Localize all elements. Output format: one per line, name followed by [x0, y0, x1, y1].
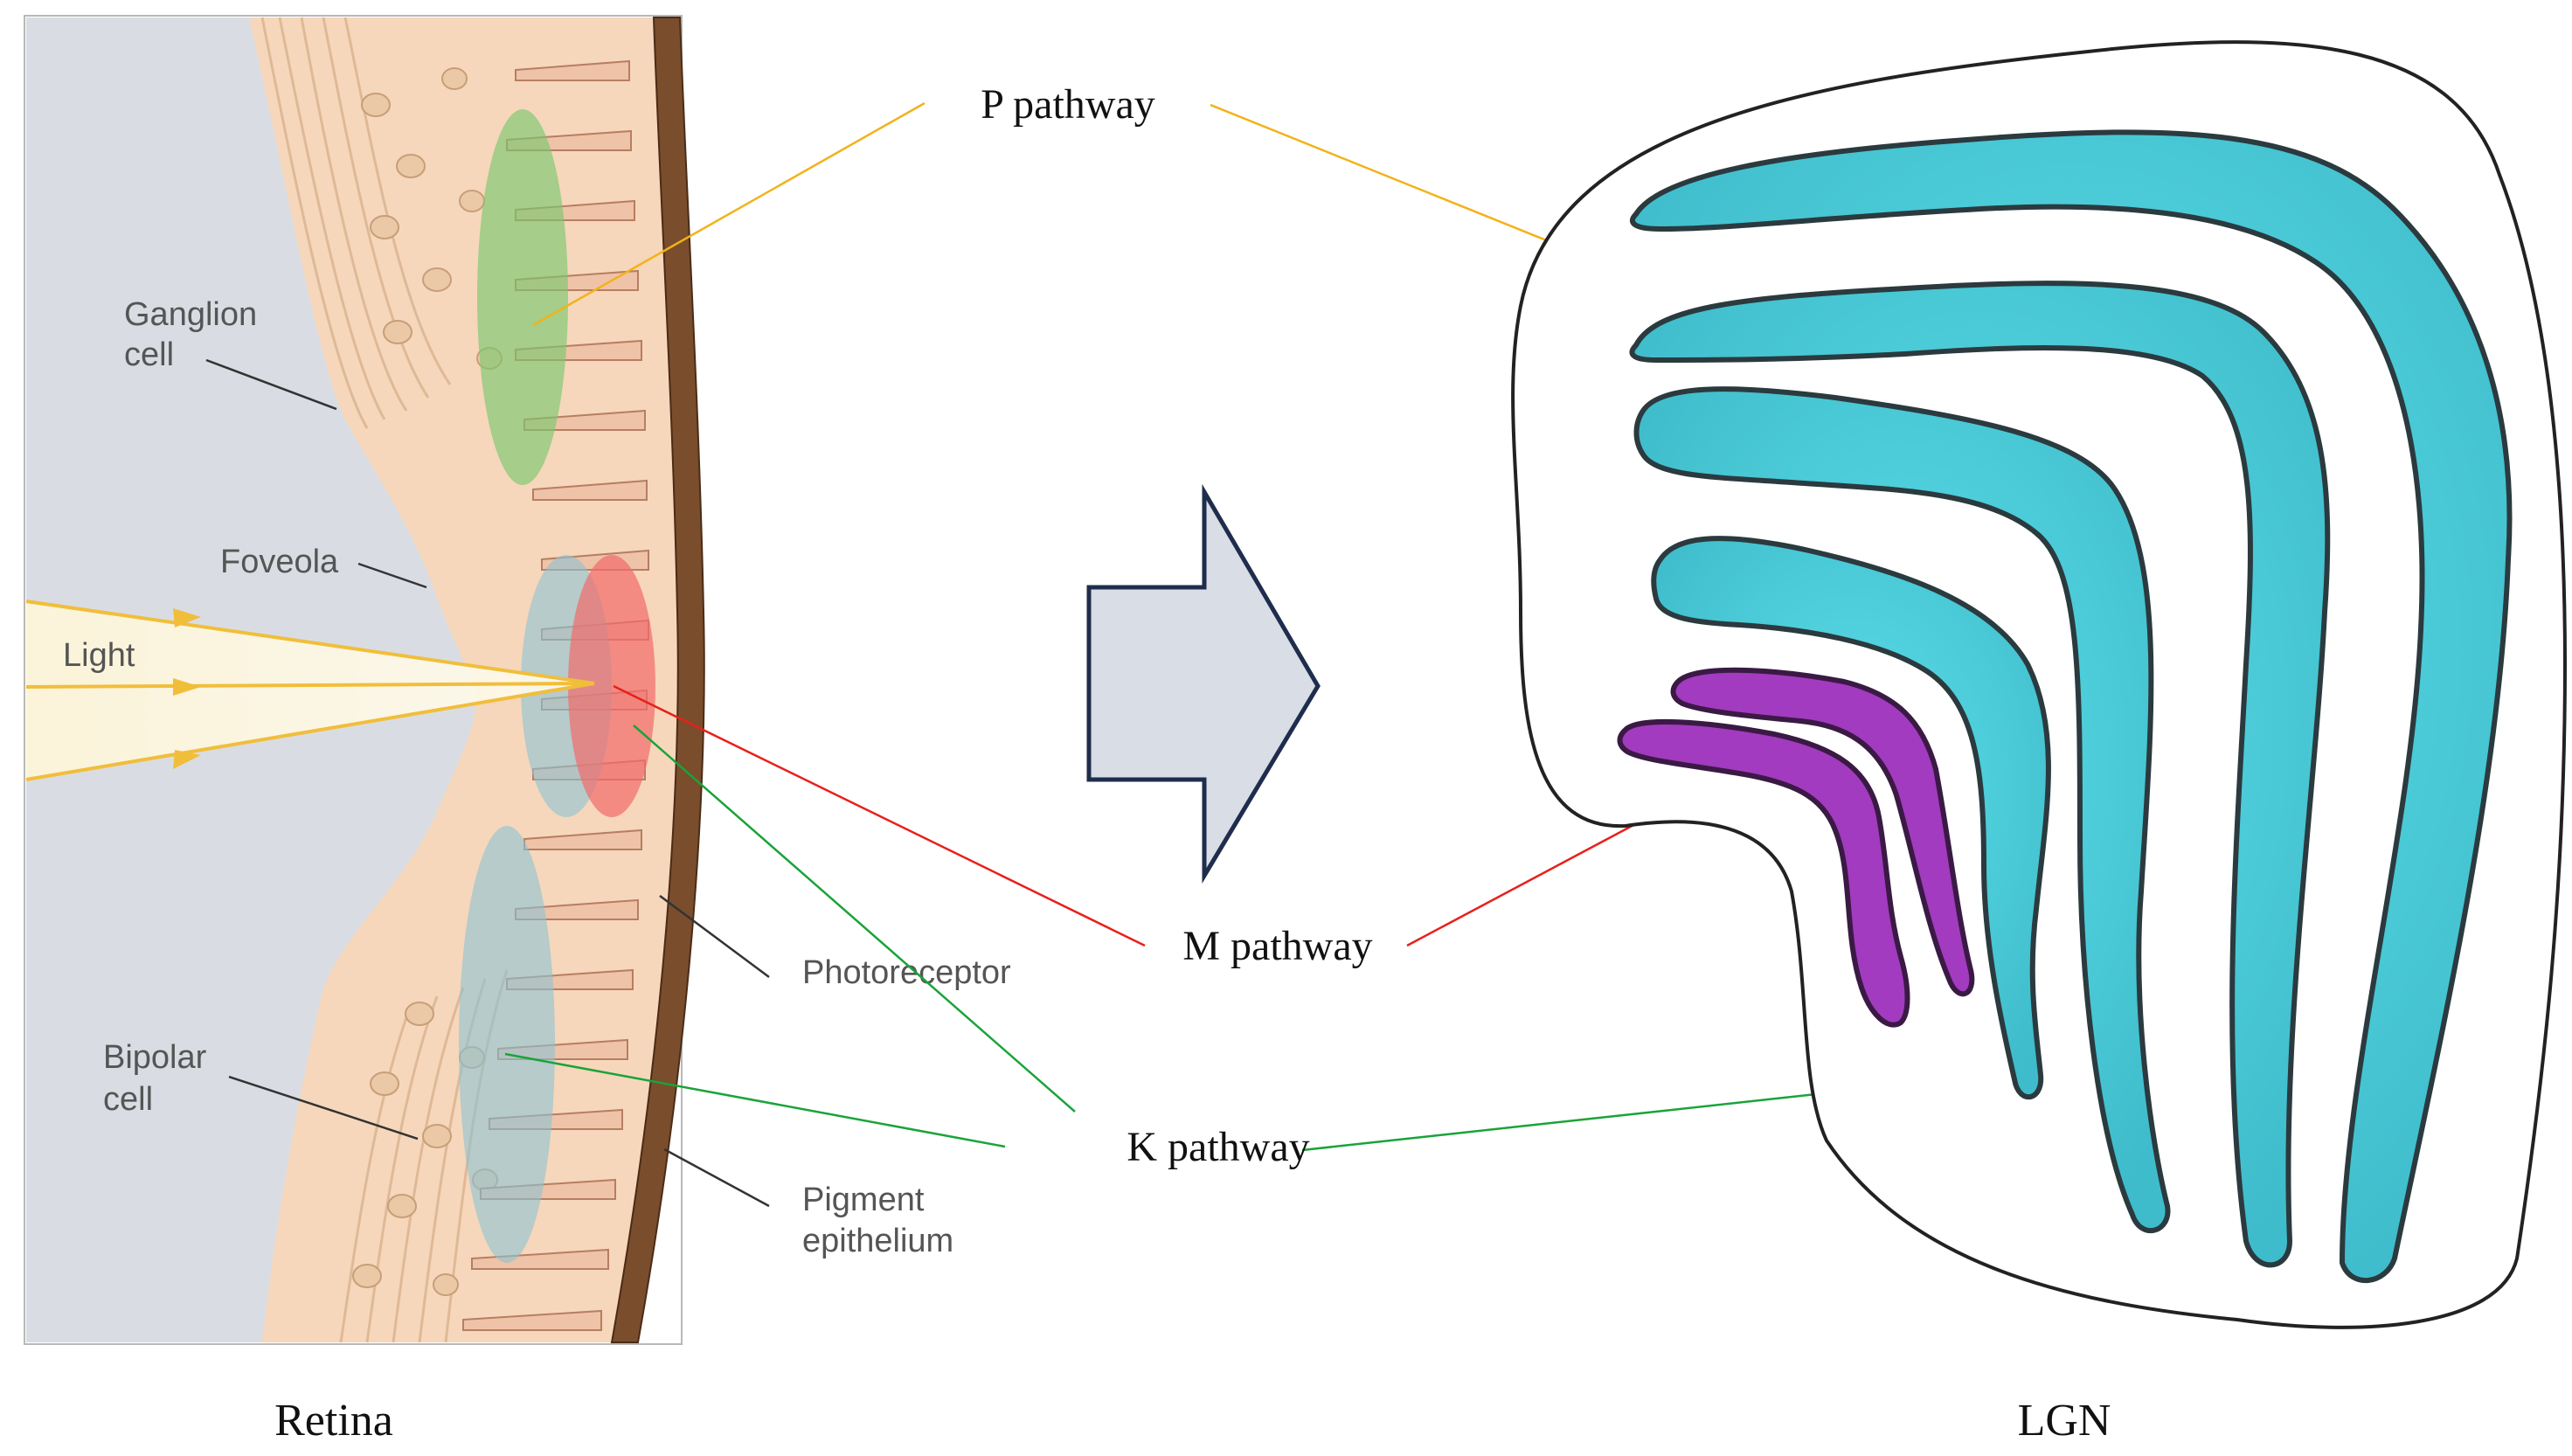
lgn-layer-4 [1633, 386, 2171, 1234]
foveola-label: Foveola [220, 544, 339, 580]
lgn-layer-1 [1617, 718, 1910, 1028]
photoreceptor-label: Photoreceptor [802, 954, 1011, 991]
p-pathway-label: P pathway [981, 81, 1155, 128]
retina-leader-lines [205, 358, 770, 1208]
lgn-layer-2 [1670, 667, 1975, 997]
lgn-layer-5 [1629, 281, 2331, 1268]
light-arrow-icon [173, 750, 201, 769]
m-pathway-region [568, 555, 655, 817]
bipolar-cell-label-line2: cell [103, 1081, 153, 1118]
ganglion-cell-label-line2: cell [124, 336, 174, 373]
parvocellular-layers [1629, 129, 2513, 1284]
lgn-layer-6 [1630, 129, 2513, 1284]
p-connector-retina [532, 101, 926, 327]
retina-panel: Ganglion cell Foveola Light Photorecepto… [24, 15, 1011, 1446]
light-beam [25, 600, 595, 781]
k-connector-retina-lower [504, 1052, 1006, 1148]
light-arrow-icon [173, 678, 201, 696]
pigment-epithelium-label-line1: Pigment [802, 1182, 925, 1218]
lgn-layer-3 [1651, 536, 2051, 1099]
pigment-epithelium-label-line2: epithelium [802, 1223, 953, 1259]
light-arrow-icon [173, 608, 201, 627]
lgn-outline [1511, 40, 2568, 1329]
k-pathway-region-lower [459, 826, 555, 1263]
pigment-epithelium [610, 17, 705, 1343]
k-pathway-label: K pathway [1127, 1124, 1309, 1170]
lgn-caption: LGN [2018, 1396, 2111, 1446]
retina-caption: Retina [274, 1396, 393, 1446]
m-pathway-label: M pathway [1182, 923, 1372, 969]
magnocellular-layers [1617, 667, 1975, 1028]
bipolar-cell-label-line1: Bipolar [103, 1039, 207, 1076]
ganglion-cell-label-line1: Ganglion [124, 296, 257, 333]
right-arrow-icon [1086, 483, 1321, 884]
light-label: Light [63, 637, 135, 674]
p-pathway-region [477, 109, 568, 485]
m-connector-retina [613, 684, 1146, 947]
lgn-panel: LGN [1511, 40, 2568, 1446]
k-connector-retina-central [633, 725, 1076, 1113]
